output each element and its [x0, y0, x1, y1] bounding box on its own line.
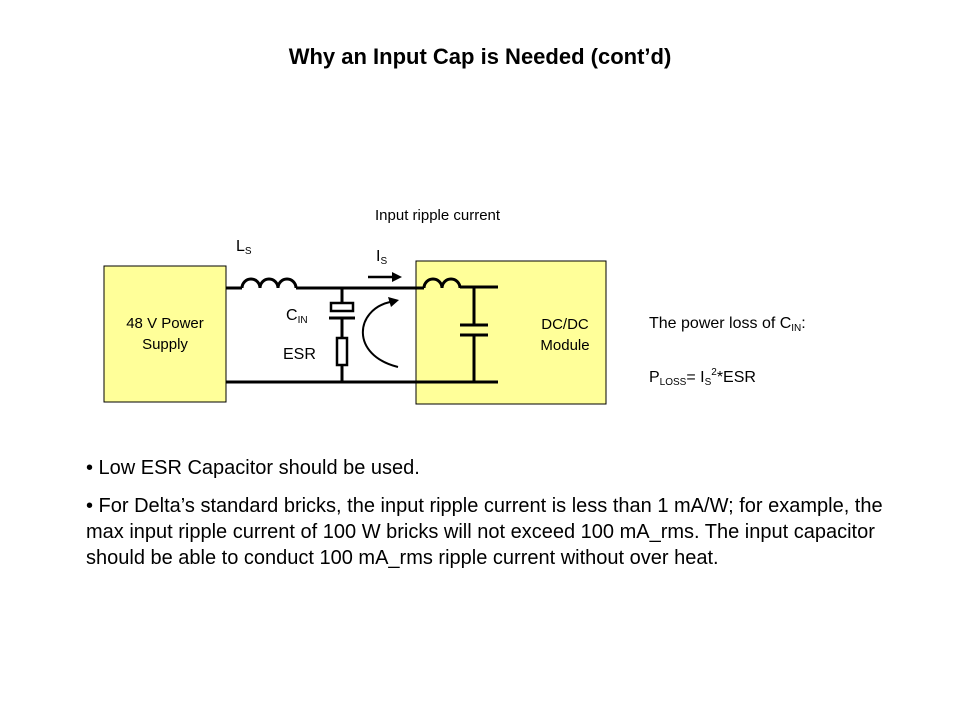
power-supply-label: 48 V Power Supply — [126, 315, 204, 353]
cin-capacitor-icon — [329, 301, 355, 313]
power-loss-formula: PLOSS= IS2*ESR — [649, 367, 756, 388]
esr-label: ESR — [283, 346, 316, 363]
is-label: IS — [376, 248, 388, 267]
ls-inductor-icon — [240, 277, 298, 289]
bullet-list: • Low ESR Capacitor should be used. • Fo… — [86, 455, 886, 583]
esr-resistor-icon — [335, 336, 349, 367]
ripple-current-label: Input ripple current — [375, 207, 501, 224]
power-supply-box — [103, 265, 227, 403]
ripple-current-arrow-icon — [361, 297, 399, 368]
is-arrow-icon — [368, 272, 402, 282]
slide-title: Why an Input Cap is Needed (cont’d) — [288, 44, 672, 69]
power-loss-caption: The power loss of CIN: — [649, 315, 806, 334]
module-inductor-icon — [422, 277, 462, 289]
cin-label: CIN — [286, 307, 308, 326]
bullet-item: • For Delta’s standard bricks, the input… — [86, 495, 883, 569]
dcdc-module-box — [415, 260, 607, 405]
dcdc-module-label: DC/DC Module — [540, 316, 590, 354]
ls-label: LS — [236, 238, 252, 257]
bullet-item: • Low ESR Capacitor should be used. — [86, 457, 420, 479]
